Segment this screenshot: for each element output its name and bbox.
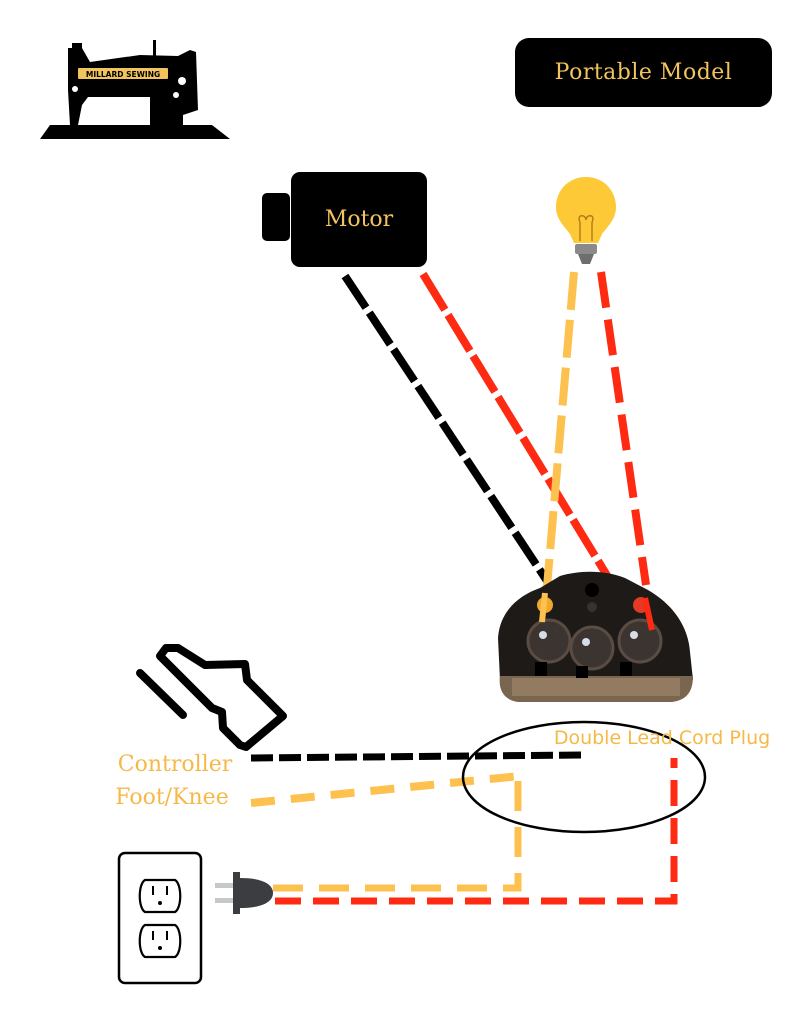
page-title: Portable Model <box>554 60 733 85</box>
motor-label: Motor <box>325 207 394 232</box>
motor-black-wire <box>341 273 559 596</box>
controller-black-wire <box>250 751 584 762</box>
light-red-wire-end <box>642 597 655 631</box>
wall-outlet-icon <box>117 851 203 985</box>
plug-red-wire <box>275 758 678 905</box>
foot-pedal-icon <box>136 644 287 751</box>
plug-yellow-wire <box>273 776 522 892</box>
light-bulb-icon <box>556 177 616 264</box>
cord-plug-ellipse <box>461 720 707 834</box>
controller-label-line1: Controller <box>118 752 233 777</box>
terminal-block-icon <box>498 571 693 702</box>
light-red-wire <box>597 271 650 586</box>
power-plug-icon <box>215 872 273 914</box>
motor-red-wire <box>419 271 626 603</box>
logo-brand-text: MILLARD SEWING <box>86 70 160 79</box>
title-badge: Portable Model <box>515 38 772 107</box>
light-yellow-wire-end <box>539 592 548 623</box>
light-yellow-wire <box>541 271 578 611</box>
motor-icon <box>262 172 427 267</box>
controller-yellow-wire <box>250 772 521 807</box>
sewing-machine-icon <box>40 40 230 139</box>
controller-label-line2: Foot/Knee <box>115 785 228 810</box>
cord-plug-label: Double Lead Cord Plug <box>554 727 770 749</box>
